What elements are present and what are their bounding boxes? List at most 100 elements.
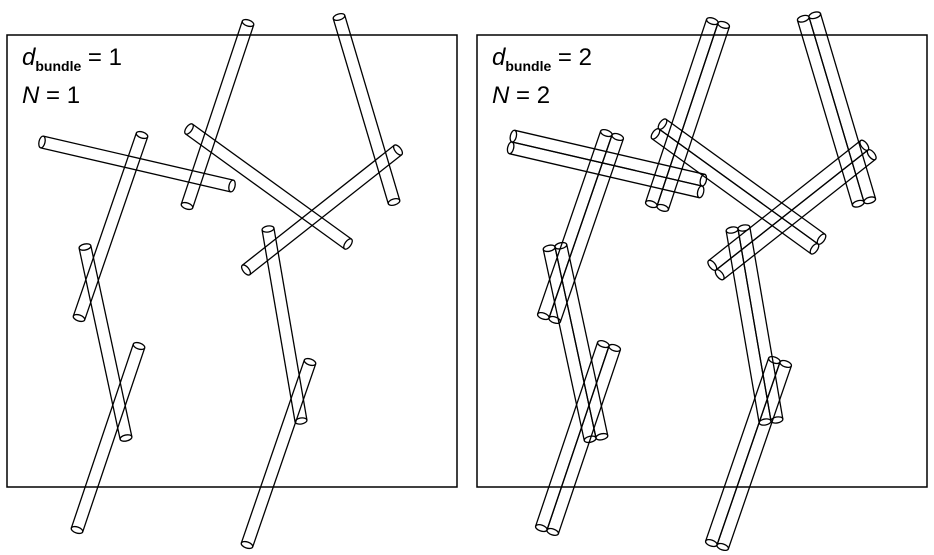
rod-end-cap: [779, 359, 793, 369]
rod-edge: [548, 134, 613, 319]
rod-end-cap: [228, 179, 236, 193]
rod-end-cap: [717, 20, 731, 29]
rod-end-cap: [725, 226, 739, 234]
d-subscript: bundle: [505, 58, 552, 74]
rod-end-cap: [707, 259, 718, 272]
rod-end-cap: [534, 524, 548, 533]
rod-edge: [559, 138, 624, 323]
rod-end-cap: [650, 128, 661, 140]
rod-end-cap: [509, 129, 518, 143]
rod-end-cap: [240, 540, 254, 550]
panel1-n-label: N = 1: [22, 84, 80, 108]
rod-end-cap: [596, 340, 610, 349]
rod-end-cap: [135, 130, 149, 140]
rod-end-cap: [119, 434, 133, 442]
rod-end-cap: [240, 264, 252, 276]
rod-edge: [344, 15, 401, 201]
rod-edge: [727, 365, 792, 550]
rod-end-cap: [704, 538, 718, 548]
rod-edge: [808, 16, 865, 203]
rod-edge: [40, 147, 231, 193]
rod-edge: [557, 349, 621, 535]
rod-edge: [240, 359, 305, 544]
rod-end-cap: [705, 17, 719, 26]
rod-edge: [705, 357, 770, 542]
panel2-n-label: N = 2: [492, 84, 550, 108]
rod-edge: [192, 24, 255, 209]
rod-end-cap: [851, 199, 865, 208]
d-symbol: d: [22, 44, 36, 71]
rod-end-cap: [696, 185, 705, 199]
rod-edge: [667, 26, 731, 211]
rod-edge: [84, 136, 149, 321]
rod-edge: [644, 18, 708, 203]
d-symbol: d: [492, 44, 506, 71]
rod-edge: [261, 229, 296, 423]
rod-edge: [716, 361, 781, 546]
rod-edge: [715, 149, 869, 271]
rod-edge: [737, 228, 772, 422]
rod-end-cap: [599, 128, 613, 138]
rod-end-cap: [644, 200, 658, 209]
rod-edge: [796, 20, 854, 206]
rod-edge: [542, 249, 585, 441]
rod-end-cap: [506, 141, 515, 155]
rod-edge: [665, 118, 826, 235]
rod-edge: [78, 248, 121, 440]
n-value: = 1: [46, 82, 81, 109]
rod-edge: [514, 129, 705, 175]
panel1-d-label: dbundle = 1: [22, 44, 122, 74]
rod-edge: [537, 130, 602, 315]
rod-edge: [180, 20, 243, 205]
rod-edge: [249, 154, 403, 276]
rod-end-cap: [611, 132, 625, 142]
rod-end-cap: [132, 341, 146, 351]
rod-end-cap: [332, 13, 346, 21]
rod-end-cap: [387, 198, 401, 206]
rod-end-cap: [184, 123, 194, 135]
rod-end-cap: [72, 313, 86, 323]
rod-edge: [185, 133, 345, 250]
rod-end-cap: [303, 357, 317, 367]
rod-edge: [658, 128, 819, 245]
rod-edge: [651, 138, 812, 255]
rod-edge: [70, 343, 134, 529]
rod-edge: [192, 123, 352, 240]
rod-edge: [708, 140, 861, 262]
rod-end-cap: [595, 432, 609, 441]
rod-end-cap: [78, 243, 92, 251]
d-value: = 2: [557, 44, 592, 71]
rod-edge: [511, 141, 703, 187]
rod-edge: [332, 18, 389, 204]
rod-end-cap: [809, 243, 820, 255]
n-symbol: N: [492, 82, 510, 109]
panel2-d-label: dbundle = 2: [492, 44, 592, 74]
rod-end-cap: [70, 525, 84, 535]
rod-end-cap: [343, 238, 353, 250]
rod-edge: [273, 227, 308, 421]
rod-edge: [723, 158, 876, 280]
rod-edge: [252, 363, 317, 548]
rod-end-cap: [808, 11, 822, 20]
rod-edge: [819, 13, 877, 199]
rod-end-cap: [863, 196, 877, 205]
rod-edge: [72, 132, 137, 317]
rod-edge: [656, 22, 719, 207]
rod-edge: [535, 341, 599, 527]
rod-end-cap: [180, 201, 194, 211]
rod-edge: [241, 144, 395, 266]
rod-end-cap: [583, 435, 597, 444]
rod-edge: [82, 347, 146, 533]
rod-end-cap: [767, 355, 781, 365]
rod-edge: [546, 345, 610, 531]
rod-end-cap: [542, 244, 556, 253]
d-value: = 1: [87, 44, 122, 71]
rod-edge: [43, 135, 234, 181]
rod-end-cap: [241, 18, 255, 28]
rod-edge: [509, 153, 700, 199]
rod-end-cap: [608, 343, 622, 352]
d-subscript: bundle: [35, 58, 82, 74]
rod-edge: [749, 226, 784, 420]
